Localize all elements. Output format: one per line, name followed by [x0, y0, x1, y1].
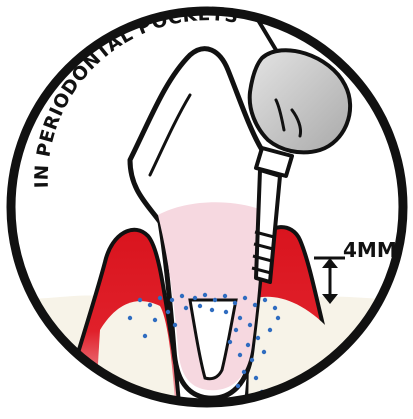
measurement-label: 4MM [343, 238, 397, 262]
